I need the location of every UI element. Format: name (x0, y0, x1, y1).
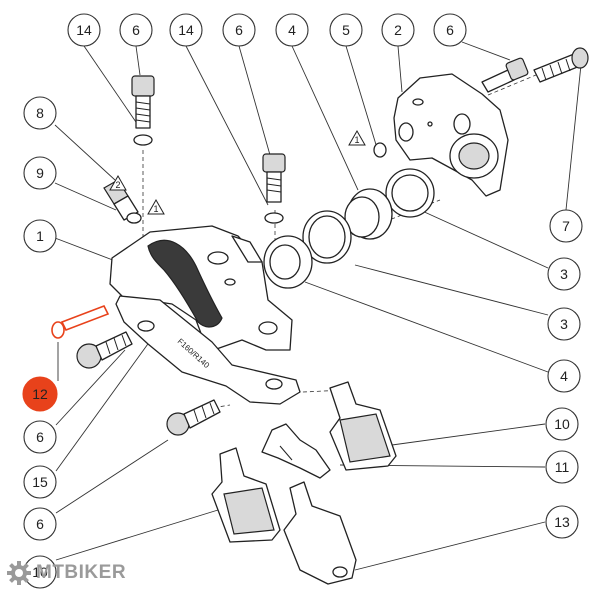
callout: 14 (67, 13, 101, 47)
callout: 3 (547, 307, 581, 341)
svg-text:15: 15 (32, 474, 48, 490)
callout: 6 (23, 507, 57, 541)
brake-pad-left (211, 447, 281, 543)
piston-and-seals (263, 142, 435, 289)
svg-text:3: 3 (560, 316, 568, 332)
svg-text:5: 5 (342, 22, 350, 38)
gear-icon (7, 561, 31, 585)
callout: 15 (23, 465, 57, 499)
callout: 6 (119, 13, 153, 47)
warning-icon: 1 (348, 129, 366, 146)
svg-text:9: 9 (36, 165, 44, 181)
svg-text:12: 12 (32, 386, 48, 402)
callout: 9 (23, 156, 57, 190)
leader-lines (54, 41, 583, 571)
callout: 10 (23, 555, 57, 589)
svg-text:10: 10 (32, 564, 48, 580)
svg-text:1: 1 (354, 135, 359, 145)
svg-text:4: 4 (560, 368, 568, 384)
brake-pad-right (329, 381, 397, 471)
pad-retaining-pin (51, 304, 110, 339)
pad-spring (261, 423, 331, 479)
threaded-rod (533, 47, 589, 83)
callout: 2 (381, 13, 415, 47)
svg-text:2: 2 (394, 22, 402, 38)
callout: 14 (169, 13, 203, 47)
svg-text:10: 10 (554, 416, 570, 432)
svg-text:14: 14 (76, 22, 92, 38)
callout: 1 (23, 219, 57, 253)
svg-text:6: 6 (235, 22, 243, 38)
svg-text:1: 1 (36, 228, 44, 244)
svg-text:6: 6 (36, 516, 44, 532)
svg-text:6: 6 (132, 22, 140, 38)
callout: 4 (547, 359, 581, 393)
callout: 6 (23, 420, 57, 454)
callout: 13 (545, 505, 579, 539)
callout: 5 (329, 13, 363, 47)
top-left-bolt (131, 75, 155, 146)
callout: 7 (549, 209, 583, 243)
callout: 8 (23, 96, 57, 130)
svg-text:2: 2 (115, 180, 120, 190)
svg-text:14: 14 (178, 22, 194, 38)
callout: 6 (222, 13, 256, 47)
callout: 4 (275, 13, 309, 47)
svg-text:4: 4 (288, 22, 296, 38)
caliper-half (393, 73, 509, 197)
pad-with-tab (283, 481, 357, 585)
watermark-text: MTBIKER (36, 562, 127, 583)
svg-text:11: 11 (555, 459, 570, 475)
svg-text:6: 6 (36, 429, 44, 445)
caliper-body: F160/R140 (109, 225, 301, 405)
callout-highlighted: 12 (22, 376, 58, 412)
svg-text:6: 6 (446, 22, 454, 38)
lower-bolt (166, 399, 221, 436)
svg-text:8: 8 (36, 105, 44, 121)
svg-text:3: 3 (560, 266, 568, 282)
top-right-bolt (481, 57, 529, 93)
callout: 3 (547, 257, 581, 291)
bleed-screw (103, 179, 142, 224)
warning-icon: 1 (147, 198, 165, 215)
callout: 10 (545, 407, 579, 441)
svg-text:1: 1 (153, 204, 158, 214)
watermark: MTBIKER (6, 560, 126, 586)
lower-left-bolt (76, 331, 133, 369)
callout: 11 (545, 450, 579, 484)
svg-text:7: 7 (562, 218, 570, 234)
svg-text:13: 13 (554, 514, 570, 530)
callout: 6 (433, 13, 467, 47)
top-middle-bolt (262, 153, 286, 224)
warning-icon: 2 (109, 174, 127, 191)
